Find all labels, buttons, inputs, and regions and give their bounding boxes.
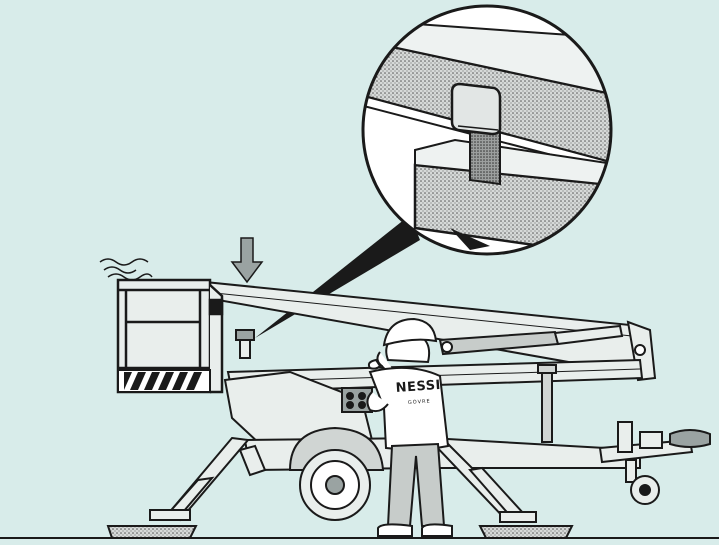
motion-lines bbox=[99, 258, 153, 281]
support-post bbox=[537, 364, 557, 443]
trailer-wheel bbox=[299, 449, 371, 521]
towbar bbox=[598, 421, 711, 505]
magnified-detail bbox=[361, 4, 613, 256]
turret bbox=[223, 329, 374, 446]
worker-figure bbox=[366, 317, 453, 537]
down-arrow-icon bbox=[230, 237, 264, 284]
hydraulic-cylinder bbox=[438, 324, 624, 356]
outrigger-left bbox=[106, 436, 267, 539]
jacket-logo: NESSI bbox=[395, 378, 441, 396]
hazard-stripes bbox=[117, 369, 211, 393]
jacket-subtext: GOVRE bbox=[408, 398, 431, 406]
